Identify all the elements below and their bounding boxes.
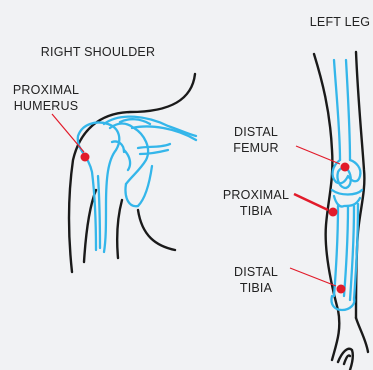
shoulder-bones bbox=[78, 117, 196, 252]
distal-tibia-marker bbox=[337, 285, 346, 294]
leg-outline bbox=[314, 52, 368, 370]
proximal-tibia-marker bbox=[329, 208, 338, 217]
distal-femur-marker bbox=[341, 163, 350, 172]
proximal-humerus-marker bbox=[81, 153, 90, 162]
shoulder-body-outline bbox=[69, 74, 195, 272]
tibia-leader-line bbox=[294, 194, 328, 210]
